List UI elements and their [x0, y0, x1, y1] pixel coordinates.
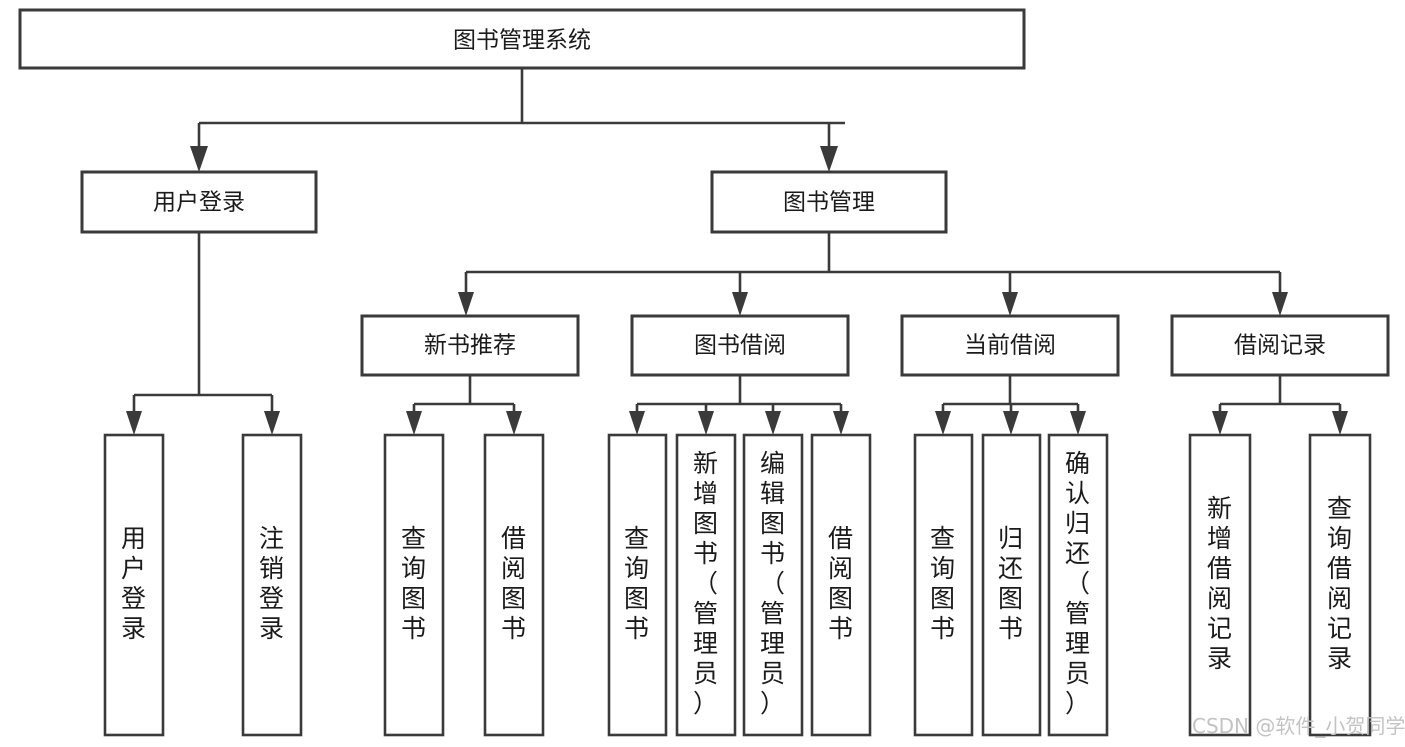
node-leaf-add-borrow-record-box[interactable] [1188, 433, 1252, 737]
node-leaf-borrow-book-recommend-label: 借阅图书 [501, 524, 527, 643]
node-current-borrow-label: 当前借阅 [964, 333, 1056, 359]
node-leaf-borrow-book-label: 借阅图书 [828, 524, 854, 643]
connectors-book-borrow-to-leaves [629, 375, 849, 435]
arrowhead-leaf-confirm-return-admin [1070, 411, 1086, 435]
node-leaf-query-borrow-record-box[interactable] [1308, 433, 1372, 737]
node-leaf-logout-box[interactable] [241, 433, 303, 737]
node-leaf-edit-book-admin-box[interactable] [742, 433, 804, 737]
node-borrow-record-box[interactable] [1170, 314, 1390, 377]
node-root[interactable]: 图书管理系统 [18, 8, 1026, 70]
node-leaf-add-book-admin-label: 新增图书（管理员） [693, 449, 719, 718]
node-leaf-borrow-book-recommend[interactable]: 借阅图书 [483, 433, 545, 737]
node-leaf-add-book-admin-box[interactable] [675, 433, 737, 737]
csdn-watermark: CSDN @软件_小贺同学 [1192, 714, 1405, 738]
node-leaf-borrow-book-recommend-box[interactable] [483, 433, 545, 737]
node-leaf-query-book-recommend-label: 查询图书 [401, 524, 427, 643]
node-leaf-add-borrow-record[interactable]: 新增借阅记录 [1188, 433, 1252, 737]
node-root-box[interactable] [18, 8, 1026, 70]
node-leaf-query-book-current-label: 查询图书 [930, 524, 956, 643]
node-book-management[interactable]: 图书管理 [710, 170, 948, 234]
arrowhead-leaf-query-book-current [935, 411, 951, 435]
arrowhead-new-book-recommend [458, 292, 474, 316]
node-borrow-record-label: 借阅记录 [1234, 333, 1326, 359]
node-leaf-user-login-box[interactable] [103, 433, 165, 737]
node-leaf-add-book-admin[interactable]: 新增图书（管理员） [675, 433, 737, 737]
arrowhead-leaf-query-book-borrow [629, 411, 645, 435]
connectors-current-borrow-to-leaves [935, 375, 1086, 435]
node-book-management-box[interactable] [710, 170, 948, 234]
arrowhead-leaf-return-book [1003, 411, 1019, 435]
node-leaf-query-borrow-record-label: 查询借阅记录 [1327, 494, 1353, 673]
arrowhead-leaf-borrow-book [833, 411, 849, 435]
node-leaf-borrow-book[interactable]: 借阅图书 [810, 433, 872, 737]
node-user-login-box[interactable] [80, 170, 318, 234]
node-user-login[interactable]: 用户登录 [80, 170, 318, 234]
node-leaf-edit-book-admin[interactable]: 编辑图书（管理员） [742, 433, 804, 737]
arrowhead-leaf-logout [264, 411, 280, 435]
arrowhead-leaf-add-borrow-record [1212, 411, 1228, 435]
node-leaf-confirm-return-admin-box[interactable] [1047, 433, 1109, 737]
connectors-user-login-to-leaves [126, 232, 280, 435]
arrowhead-leaf-edit-book-admin [765, 411, 781, 435]
connectors-root-to-level2 [190, 68, 845, 172]
node-leaf-query-book-borrow-label: 查询图书 [624, 524, 650, 643]
node-book-borrow[interactable]: 图书借阅 [630, 314, 850, 377]
node-current-borrow[interactable]: 当前借阅 [900, 314, 1120, 377]
node-leaf-add-borrow-record-label: 新增借阅记录 [1207, 494, 1233, 673]
node-root-label: 图书管理系统 [453, 28, 591, 54]
arrowhead-book-management [820, 146, 838, 172]
node-leaf-query-book-recommend[interactable]: 查询图书 [383, 433, 445, 737]
arrowhead-leaf-query-borrow-record [1332, 411, 1348, 435]
node-borrow-record[interactable]: 借阅记录 [1170, 314, 1390, 377]
node-new-book-recommend-label: 新书推荐 [424, 333, 516, 359]
node-leaf-query-book-borrow[interactable]: 查询图书 [607, 433, 668, 737]
node-leaf-query-book-current[interactable]: 查询图书 [913, 433, 974, 737]
node-leaf-query-book-current-box[interactable] [913, 433, 974, 737]
arrowhead-leaf-query-book-recommend [406, 411, 422, 435]
arrowhead-leaf-borrow-book-recommend [506, 411, 522, 435]
node-new-book-recommend-box[interactable] [360, 314, 580, 377]
arrowhead-user-login [190, 146, 208, 172]
node-book-management-label: 图书管理 [783, 190, 875, 216]
node-leaf-logout-label: 注销登录 [259, 524, 285, 643]
node-leaf-borrow-book-box[interactable] [810, 433, 872, 737]
arrowhead-borrow-record [1272, 292, 1288, 316]
node-user-login-label: 用户登录 [153, 190, 245, 216]
arrowhead-book-borrow [732, 292, 748, 316]
node-leaf-query-book-borrow-box[interactable] [607, 433, 668, 737]
connectors-new-book-recommend-to-leaves [406, 375, 522, 435]
node-leaf-user-login[interactable]: 用户登录 [103, 433, 165, 737]
node-leaf-return-book[interactable]: 归还图书 [981, 433, 1042, 737]
arrowhead-leaf-user-login [126, 411, 142, 435]
connectors-borrow-record-to-leaves [1212, 375, 1348, 435]
node-leaf-edit-book-admin-label: 编辑图书（管理员） [760, 449, 786, 718]
node-book-borrow-label: 图书借阅 [694, 333, 786, 359]
node-leaf-confirm-return-admin-label: 确认归还（管理员） [1065, 449, 1091, 718]
arrowhead-current-borrow [1002, 292, 1018, 316]
node-current-borrow-box[interactable] [900, 314, 1120, 377]
node-leaf-user-login-label: 用户登录 [121, 524, 147, 643]
arrowhead-leaf-add-book-admin [698, 411, 714, 435]
node-leaf-logout[interactable]: 注销登录 [241, 433, 303, 737]
node-leaf-query-book-recommend-box[interactable] [383, 433, 445, 737]
connectors-book-management-to-level3 [458, 232, 1288, 316]
node-book-borrow-box[interactable] [630, 314, 850, 377]
node-leaf-return-book-box[interactable] [981, 433, 1042, 737]
node-leaf-confirm-return-admin[interactable]: 确认归还（管理员） [1047, 433, 1109, 737]
node-leaf-query-borrow-record[interactable]: 查询借阅记录 [1308, 433, 1372, 737]
node-new-book-recommend[interactable]: 新书推荐 [360, 314, 580, 377]
node-leaf-return-book-label: 归还图书 [998, 524, 1024, 643]
